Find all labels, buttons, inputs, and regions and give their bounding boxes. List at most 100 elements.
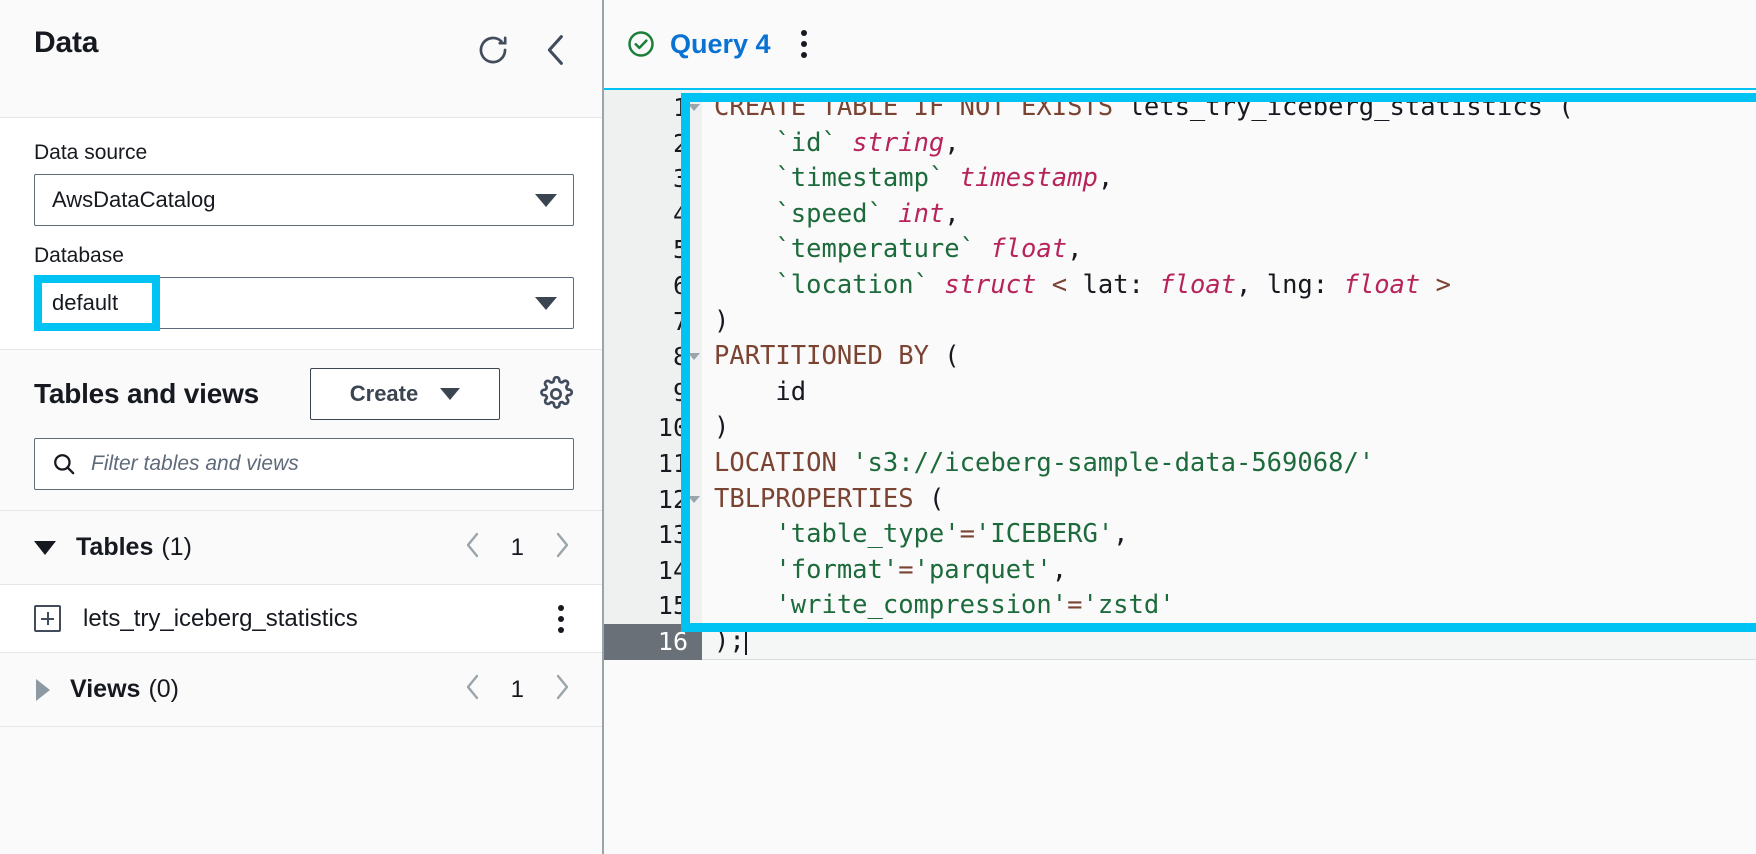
fold-caret-icon[interactable] [688,353,700,361]
filter-tables-placeholder: Filter tables and views [91,452,299,476]
group-name-views: Views [70,675,141,704]
sidebar-header: Data [0,0,602,118]
sql-code-editor[interactable]: 1 CREATE TABLE IF NOT EXISTS lets_try_ice… [604,90,1756,854]
database-value: default [52,290,119,316]
group-header-tables[interactable]: Tables (1) 1 [0,511,602,586]
code-text-1[interactable]: CREATE TABLE IF NOT EXISTS lets_try_iceb… [714,92,1574,122]
database-field: Database default [34,243,574,332]
data-source-form: Data source AwsDataCatalog Database defa… [0,118,602,351]
code-text-9[interactable]: id [714,376,807,407]
table-row-menu-icon[interactable] [548,599,574,639]
query-tab-menu-icon[interactable] [793,26,815,62]
text-cursor [744,626,747,655]
code-line-3[interactable]: 3 `timestamp` timestamp, [604,161,1756,197]
tab-query-4[interactable]: Query 4 [670,28,771,59]
code-text-6[interactable]: `location` struct < lat: float, lng: flo… [714,269,1451,300]
line-number-8: 8 [604,339,702,375]
filter-tables-input[interactable]: Filter tables and views [34,438,574,491]
create-button[interactable]: Create [310,368,500,421]
code-text-14[interactable]: 'format'='parquet', [714,554,1068,585]
code-line-2[interactable]: 2 `id` string, [604,125,1756,162]
data-source-field: Data source AwsDataCatalog [34,140,574,227]
group-count-views: (0) [148,675,179,704]
chevron-down-icon [440,388,461,401]
code-line-7[interactable]: 7) [604,303,1756,340]
sidebar-filler [0,727,602,854]
code-text-15[interactable]: 'write_compression'='zstd' [714,590,1175,621]
code-line-9[interactable]: 9 id [604,374,1756,411]
line-number-16: 16 [604,623,702,660]
line-number-11: 11 [604,445,702,482]
data-source-select[interactable]: AwsDataCatalog [34,174,574,227]
query-tab-bar: Query 4 [604,0,1756,90]
table-list-item[interactable]: lets_try_iceberg_statistics [0,585,602,654]
pager-prev-icon[interactable] [461,671,485,708]
chevron-left-icon[interactable] [540,30,572,70]
line-number-5: 5 [604,232,702,268]
code-text-4[interactable]: `speed` int, [714,198,960,229]
line-number-13: 13 [604,517,702,553]
group-header-views[interactable]: Views (0) 1 [0,653,602,728]
code-line-11[interactable]: 11 LOCATION 's3://iceberg-sample-data-569… [604,445,1756,482]
check-circle-icon [626,29,656,59]
code-text-3[interactable]: `timestamp` timestamp, [714,163,1114,194]
expand-plus-icon[interactable] [34,605,61,633]
code-text-7[interactable]: ) [714,305,730,336]
code-text-11[interactable]: LOCATION 's3://iceberg-sample-data-56906… [714,447,1375,478]
code-line-4[interactable]: 4 `speed` int, [604,196,1756,233]
group-count-tables: (1) [161,533,192,562]
chevron-down-icon [535,296,557,310]
pager-next-icon[interactable] [550,529,574,566]
code-text-2[interactable]: `id` string, [714,127,960,158]
pager-views: 1 [461,671,574,708]
code-line-8[interactable]: 8 PARTITIONED BY ( [604,339,1756,375]
code-text-12[interactable]: TBLPROPERTIES ( [714,483,945,514]
pager-next-icon[interactable] [550,671,574,708]
caret-right-icon [36,678,50,701]
database-select[interactable]: default [34,275,574,332]
line-number-3: 3 [604,161,702,197]
page-title: Data [34,26,99,59]
code-line-14[interactable]: 14 'format'='parquet', [604,552,1756,589]
line-number-14: 14 [604,552,702,589]
database-label: Database [34,244,124,268]
code-line-13[interactable]: 13 'table_type'='ICEBERG', [604,517,1756,553]
tables-and-views-title: Tables and views [34,378,260,410]
table-name: lets_try_iceberg_statistics [83,604,358,632]
fold-caret-icon[interactable] [688,495,700,503]
line-number-9: 9 [604,374,702,411]
data-sidebar: Data Data source AwsDa [0,0,604,854]
code-text-16[interactable]: ); [702,623,1756,660]
line-number-2: 2 [604,125,702,162]
line-number-1: 1 [604,90,702,126]
code-line-15[interactable]: 15 'write_compression'='zstd' [604,588,1756,624]
code-line-16[interactable]: 16); [604,623,1756,660]
code-text-10[interactable]: ) [714,412,730,443]
query-editor-pane: Query 4 1 CREATE TABLE IF NOT EXISTS lets… [604,0,1756,854]
caret-down-icon [34,540,56,555]
create-button-label: Create [349,381,419,407]
line-number-4: 4 [604,196,702,233]
gear-icon[interactable] [538,376,574,412]
fold-caret-icon[interactable] [688,104,700,111]
code-line-5[interactable]: 5 `temperature` float, [604,232,1756,268]
refresh-icon[interactable] [476,33,510,67]
tables-and-views-section: Tables and views Create Filter ta [0,350,602,512]
data-source-label: Data source [34,141,148,164]
pager-tables: 1 [461,529,574,566]
pager-page-tables: 1 [510,533,524,561]
code-text-5[interactable]: `temperature` float, [714,234,1083,265]
code-text-8[interactable]: PARTITIONED BY ( [714,341,960,372]
line-number-7: 7 [604,303,702,340]
code-line-10[interactable]: 10) [604,410,1756,446]
pager-prev-icon[interactable] [461,529,485,566]
group-name-tables: Tables [76,533,154,562]
search-icon [54,454,75,475]
code-text-13[interactable]: 'table_type'='ICEBERG', [714,519,1129,550]
chevron-down-icon [535,193,557,207]
line-number-6: 6 [604,267,702,304]
code-line-1[interactable]: 1 CREATE TABLE IF NOT EXISTS lets_try_ice… [604,90,1756,126]
code-line-6[interactable]: 6 `location` struct < lat: float, lng: f… [604,267,1756,304]
line-number-10: 10 [604,410,702,446]
